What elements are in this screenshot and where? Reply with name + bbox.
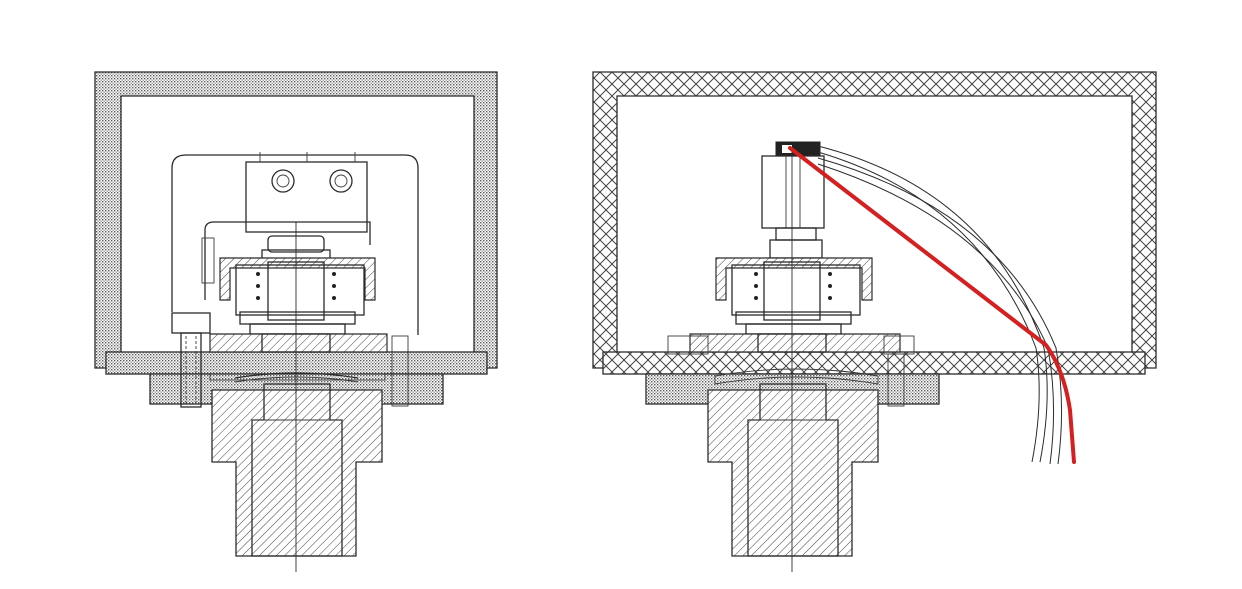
right-red-power-wire [788, 146, 1076, 464]
left-panel-valve [94, 71, 498, 572]
left-enclosure-shell [94, 71, 498, 369]
right-valve-body [707, 389, 879, 557]
right-lead-wires [788, 145, 1076, 465]
right-base-plate [602, 351, 1146, 375]
left-coil-housing [171, 154, 419, 335]
left-terminal-screw-icon [271, 169, 353, 193]
right-spring-coil [754, 272, 832, 300]
right-panel-valve [592, 71, 1157, 572]
left-connector-block [245, 161, 368, 233]
right-coil-cap [715, 257, 873, 301]
left-spring-coil [256, 272, 336, 300]
left-mounting-bolt [171, 312, 409, 408]
left-valve-body [211, 389, 383, 557]
right-enclosure-shell [592, 71, 1157, 369]
right-solenoid-cartridge [761, 141, 825, 259]
left-coil-cap [219, 257, 376, 301]
left-base-plate [105, 351, 488, 375]
